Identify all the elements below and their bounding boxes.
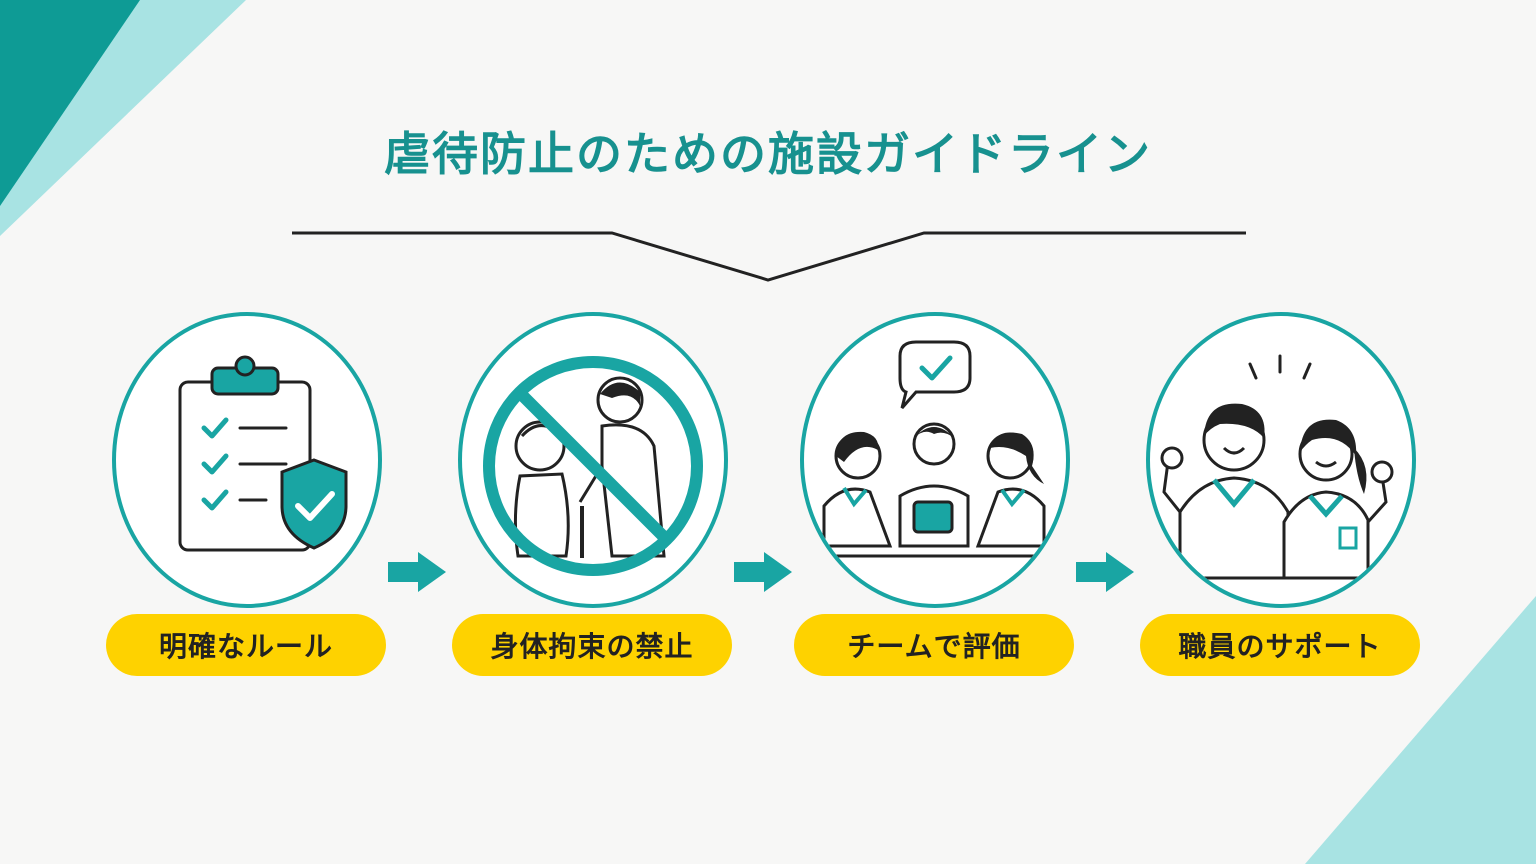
- step-circle: [1146, 312, 1416, 608]
- clipboard-shield-icon: [178, 355, 348, 552]
- step-circle: [112, 312, 382, 608]
- team-meeting-icon: [822, 340, 1046, 558]
- step-rules: 明確なルール: [106, 312, 392, 682]
- step-team-evaluation: チームで評価: [794, 312, 1080, 682]
- no-restraint-icon: [483, 356, 703, 576]
- step-label: チームで評価: [794, 614, 1074, 676]
- staff-support-icon: [1160, 354, 1394, 580]
- arrow-right-icon: [734, 552, 794, 596]
- step-circle: [800, 312, 1070, 608]
- step-staff-support: 職員のサポート: [1140, 312, 1426, 682]
- step-no-restraint: 身体拘束の禁止: [452, 312, 738, 682]
- step-label: 身体拘束の禁止: [452, 614, 732, 676]
- step-circle: [458, 312, 728, 608]
- step-label: 明確なルール: [106, 614, 386, 676]
- step-label: 職員のサポート: [1140, 614, 1420, 676]
- arrow-right-icon: [1076, 552, 1136, 596]
- title-divider: [292, 231, 1246, 282]
- arrow-right-icon: [388, 552, 448, 596]
- page-title: 虐待防止のための施設ガイドライン: [384, 127, 1152, 181]
